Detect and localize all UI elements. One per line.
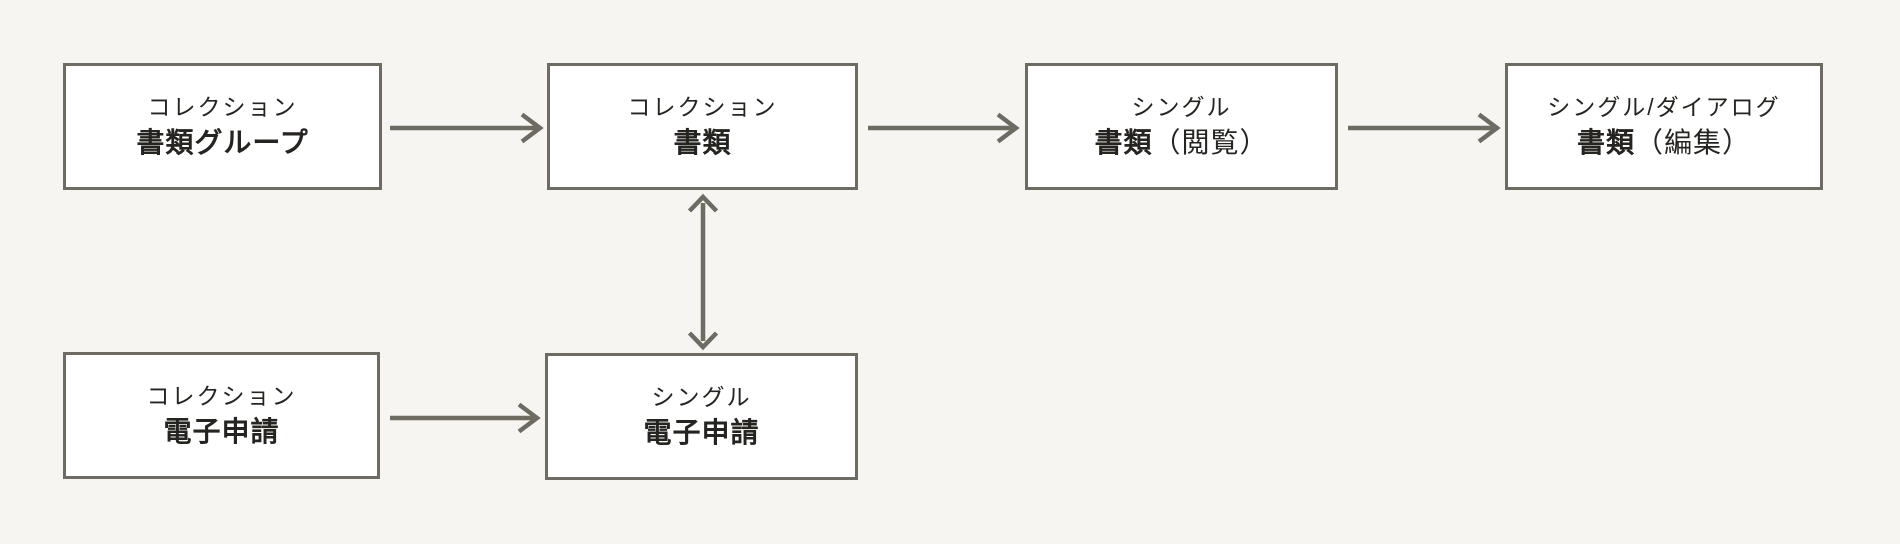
edge-doc-group-to-doc	[390, 112, 544, 144]
edge-doc-to-eapp-single-bidirectional	[687, 193, 719, 351]
edge-eapp-collection-to-eapp-single	[390, 402, 541, 434]
arrow-right-icon	[517, 402, 541, 434]
arrow-right-icon	[520, 112, 544, 144]
node-type-label: シングル	[1131, 94, 1232, 120]
node-doc: コレクション 書類	[547, 63, 858, 190]
node-name-label: 書類（閲覧）	[1094, 127, 1269, 158]
arrow-down-icon	[687, 331, 719, 351]
node-name-label: 書類グループ	[136, 127, 309, 158]
arrow-right-icon	[1477, 112, 1501, 144]
node-name-label: 書類（編集）	[1576, 127, 1752, 158]
edge-doc-to-doc-view	[868, 112, 1020, 144]
node-type-label: コレクション	[627, 94, 778, 120]
node-doc-group: コレクション 書類グループ	[63, 63, 382, 190]
node-eapp-single: シングル 電子申請	[545, 353, 858, 480]
node-name-label: 書類	[673, 127, 732, 158]
edge-doc-view-to-doc-edit	[1348, 112, 1501, 144]
node-type-label: コレクション	[146, 383, 297, 409]
node-eapp-collection: コレクション 電子申請	[63, 352, 380, 479]
node-type-label: シングル/ダイアログ	[1547, 94, 1781, 120]
node-doc-edit: シングル/ダイアログ 書類（編集）	[1505, 63, 1823, 190]
node-type-label: シングル	[651, 384, 752, 410]
node-doc-view: シングル 書類（閲覧）	[1025, 63, 1338, 190]
arrow-right-icon	[996, 112, 1020, 144]
node-name-label: 電子申請	[163, 416, 280, 447]
arrow-up-icon	[687, 193, 719, 213]
node-type-label: コレクション	[147, 94, 298, 120]
node-name-label: 電子申請	[643, 417, 760, 448]
